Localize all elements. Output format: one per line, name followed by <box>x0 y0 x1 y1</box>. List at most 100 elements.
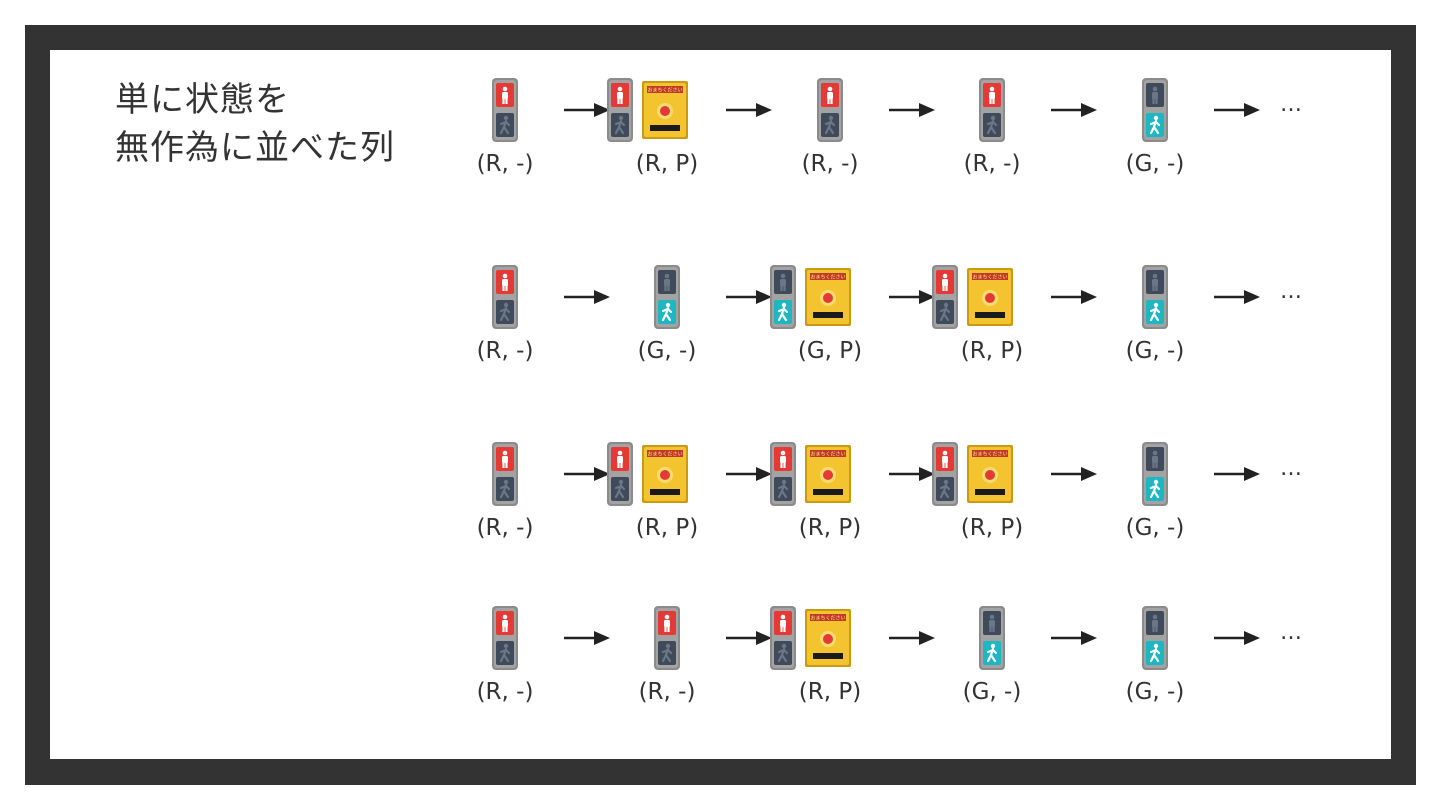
push-button-box-icon: おまちください <box>967 268 1013 326</box>
title-line-2: 無作為に並べた列 <box>115 128 395 168</box>
right-arrow-icon <box>889 467 935 481</box>
state-item: おまちください (R, P) <box>607 78 727 188</box>
pedestrian-signal-icon <box>932 442 958 506</box>
push-button-box-icon: おまちください <box>967 445 1013 503</box>
right-arrow-icon <box>564 103 610 117</box>
state-item: (R, -) <box>445 265 565 375</box>
state-label: (G, -) <box>1125 515 1185 541</box>
state-figure <box>932 78 1052 142</box>
state-label: (R, -) <box>476 515 534 541</box>
pedestrian-signal-icon <box>607 78 633 142</box>
pedestrian-signal-icon <box>1142 442 1168 506</box>
state-item: (G, -) <box>607 265 727 375</box>
right-arrow-icon <box>1214 631 1260 645</box>
state-item: おまちください (R, P) <box>770 606 890 716</box>
pedestrian-signal-icon <box>932 265 958 329</box>
sequence-row: (R, -) (G, -) おまちください (G, P) おまちください (R, P) (G… <box>0 265 1440 385</box>
right-arrow-icon <box>1051 467 1097 481</box>
state-item: (G, -) <box>932 606 1052 716</box>
pedestrian-signal-icon <box>979 606 1005 670</box>
push-button-box-icon: おまちください <box>805 445 851 503</box>
state-label: (R, P) <box>798 515 862 541</box>
state-item: (R, -) <box>445 606 565 716</box>
state-figure <box>445 265 565 329</box>
state-item: おまちください (R, P) <box>932 265 1052 375</box>
state-label: (R, -) <box>476 679 534 705</box>
state-item: おまちください(R, P) <box>932 442 1052 552</box>
svg-text:おまちください: おまちください <box>647 87 682 94</box>
right-arrow-icon <box>726 467 772 481</box>
right-arrow-icon <box>889 290 935 304</box>
state-figure: おまちください <box>770 606 890 670</box>
pedestrian-signal-icon <box>1142 606 1168 670</box>
state-label: (R, -) <box>476 151 534 177</box>
state-label: (G, -) <box>1125 679 1185 705</box>
pedestrian-signal-icon <box>770 606 796 670</box>
state-label: (R, -) <box>801 151 859 177</box>
pedestrian-signal-icon <box>654 606 680 670</box>
sequence-row: (R, -)(R, -)おまちください(R, P)(G, -)(G, -)… <box>0 606 1440 726</box>
state-label: (G, -) <box>637 338 697 364</box>
state-label: (G, -) <box>962 679 1022 705</box>
svg-text:おまちください: おまちください <box>647 451 682 458</box>
push-button-box-icon: おまちください <box>642 445 688 503</box>
svg-text:おまちください: おまちください <box>810 274 845 281</box>
push-button-box-icon: おまちください <box>805 268 851 326</box>
state-label: (R, P) <box>635 151 699 177</box>
state-item: (G, -) <box>1095 78 1215 188</box>
pedestrian-signal-icon <box>817 78 843 142</box>
right-arrow-icon <box>889 631 935 645</box>
state-item: おまちください (G, P) <box>770 265 890 375</box>
pedestrian-signal-icon <box>770 442 796 506</box>
svg-text:おまちください: おまちください <box>972 451 1007 458</box>
state-item: (G, -) <box>1095 442 1215 552</box>
push-button-box-icon: おまちください <box>805 609 851 667</box>
state-label: (R, -) <box>963 151 1021 177</box>
state-figure <box>1095 78 1215 142</box>
right-arrow-icon <box>1214 467 1260 481</box>
title-line-1: 単に状態を <box>115 80 290 120</box>
pedestrian-signal-icon <box>607 442 633 506</box>
state-label: (R, P) <box>798 679 862 705</box>
state-label: (R, P) <box>635 515 699 541</box>
state-item: おまちください (R, P) <box>607 442 727 552</box>
state-figure: おまちください <box>770 265 890 329</box>
right-arrow-icon <box>564 290 610 304</box>
state-figure <box>607 265 727 329</box>
svg-text:おまちください: おまちください <box>972 274 1007 281</box>
state-figure <box>607 606 727 670</box>
continuation-ellipsis: … <box>1280 92 1302 117</box>
state-label: (G, -) <box>1125 151 1185 177</box>
right-arrow-icon <box>889 103 935 117</box>
state-item: おまちください (R, P) <box>770 442 890 552</box>
state-item: (R, -) <box>445 78 565 188</box>
state-item: (G, -) <box>1095 606 1215 716</box>
state-label: (R, -) <box>638 679 696 705</box>
pedestrian-signal-icon <box>492 606 518 670</box>
pedestrian-signal-icon <box>1142 78 1168 142</box>
state-label: (R, P) <box>960 338 1024 364</box>
state-figure: おまちください <box>607 78 727 142</box>
pedestrian-signal-icon <box>1142 265 1168 329</box>
right-arrow-icon <box>564 467 610 481</box>
sequence-row: (R, -) おまちください (R, P) (R, -) (R, -) (G, -) … <box>0 78 1440 198</box>
state-item: (R, -) <box>770 78 890 188</box>
state-label: (G, P) <box>797 338 863 364</box>
state-figure <box>1095 265 1215 329</box>
state-item: (R, -) <box>445 442 565 552</box>
state-figure: おまちください <box>770 442 890 506</box>
state-figure <box>1095 442 1215 506</box>
state-item: (R, -) <box>607 606 727 716</box>
state-label: (G, -) <box>1125 338 1185 364</box>
state-figure <box>445 606 565 670</box>
state-figure: おまちください <box>607 442 727 506</box>
slide-title: 単に状態を 無作為に並べた列 <box>115 76 395 172</box>
state-item: (G, -) <box>1095 265 1215 375</box>
right-arrow-icon <box>1051 290 1097 304</box>
right-arrow-icon <box>726 631 772 645</box>
pedestrian-signal-icon <box>492 78 518 142</box>
continuation-ellipsis: … <box>1280 279 1302 304</box>
right-arrow-icon <box>1214 103 1260 117</box>
state-item: (R, -) <box>932 78 1052 188</box>
state-figure: おまちください <box>932 265 1052 329</box>
